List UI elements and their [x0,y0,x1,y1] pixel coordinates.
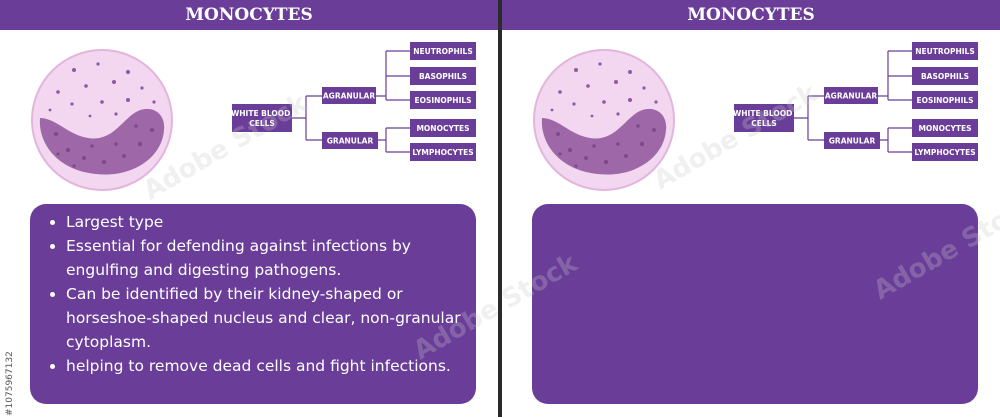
info-box-empty [532,204,978,404]
node-root-line-1: WHITE BLOOD [733,109,792,118]
node-eosinophils-label: EOSINOPHILS [916,96,973,105]
info-point: helping to remove dead cells and fight i… [66,354,462,378]
classification-diagram-right: WHITE BLOOD CELLS AGRANULAR GRANULAR NEU… [730,40,982,168]
node-monocytes-label: MONOCYTES [416,124,469,133]
node-neutrophils-label: NEUTROPHILS [413,47,473,56]
node-lymphocytes-label: LYMPHOCYTES [914,148,975,157]
node-agranular-label: AGRANULAR [825,92,877,101]
monocyte-illustration [28,46,176,194]
left-panel: MONOCYTES WHITE BLOOD [0,0,498,417]
node-granular-label: GRANULAR [327,137,374,146]
info-point: Largest type [66,210,462,234]
node-granular-label: GRANULAR [829,137,876,146]
right-panel: MONOCYTES WHITE BLOOD [502,0,1000,417]
node-basophils-label: BASOPHILS [921,72,969,81]
node-root-line-1: WHITE BLOOD [231,109,290,118]
node-neutrophils-label: NEUTROPHILS [915,47,975,56]
page-title-right: MONOCYTES [502,0,1000,30]
info-box: Largest type Essential for defending aga… [30,204,476,404]
node-eosinophils-label: EOSINOPHILS [414,96,471,105]
classification-diagram: WHITE BLOOD CELLS AGRANULAR GRANULAR NEU… [228,40,480,168]
page-title: MONOCYTES [0,0,498,30]
node-lymphocytes-label: LYMPHOCYTES [412,148,473,157]
node-root-line-2: CELLS [249,119,275,128]
node-agranular-label: AGRANULAR [323,92,375,101]
node-monocytes-label: MONOCYTES [918,124,971,133]
info-list: Largest type Essential for defending aga… [44,210,462,378]
info-point: Essential for defending against infectio… [66,234,462,282]
info-point: Can be identified by their kidney-shaped… [66,282,462,354]
node-root-line-2: CELLS [751,119,777,128]
monocyte-illustration-right [530,46,678,194]
node-basophils-label: BASOPHILS [419,72,467,81]
